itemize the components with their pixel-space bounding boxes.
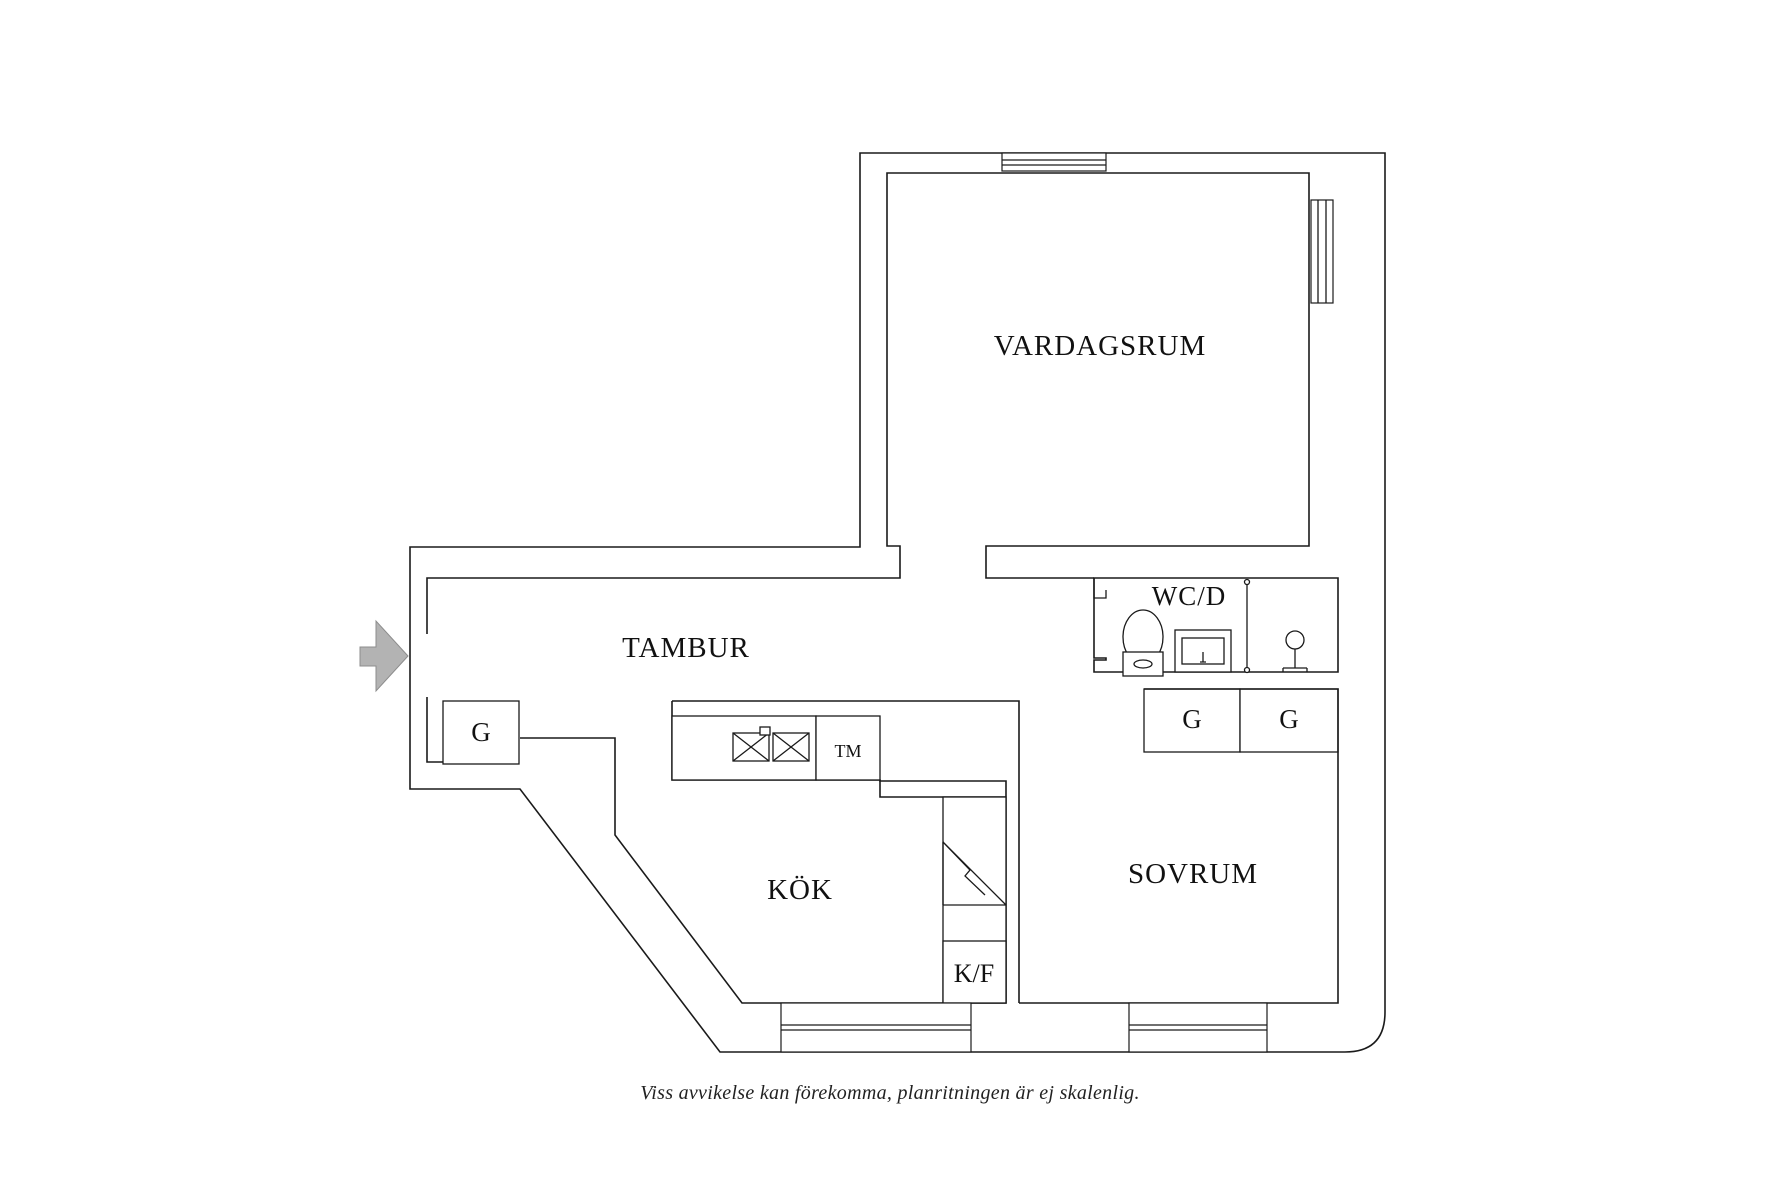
wardrobe-label-entry: G bbox=[471, 717, 491, 747]
bathroom-wall bbox=[1093, 577, 1339, 673]
fridge-freezer-label: K/F bbox=[954, 959, 994, 988]
outer-wall bbox=[409, 152, 1386, 1053]
stove-icon bbox=[942, 841, 1007, 906]
washing-machine-unit bbox=[815, 715, 881, 781]
room-label-vardagsrum: VARDAGSRUM bbox=[994, 330, 1207, 362]
room-label-wcd: WC/D bbox=[1152, 581, 1227, 611]
room-label-kok: KÖK bbox=[767, 874, 833, 906]
washbasin-icon bbox=[1174, 629, 1232, 673]
bathroom-door-jamb-top bbox=[1093, 578, 1107, 599]
inner-wall-tambur-left bbox=[426, 172, 1310, 634]
window-kitchen bbox=[780, 1002, 972, 1053]
toilet-icon bbox=[1122, 609, 1164, 677]
wardrobe-label-bedroom-2: G bbox=[1279, 704, 1299, 734]
kitchen-counter-top bbox=[672, 700, 1020, 1003]
fridge-freezer bbox=[942, 940, 1007, 1004]
wardrobe-entry bbox=[442, 700, 520, 765]
disclaimer-text: Viss avvikelse kan förekomma, planritnin… bbox=[640, 1082, 1140, 1104]
inner-wall-entry-lower bbox=[426, 697, 447, 763]
partition-post-top bbox=[1243, 578, 1251, 586]
shower-icon bbox=[1282, 630, 1308, 672]
entrance-arrow-icon bbox=[359, 619, 409, 693]
sink-icon bbox=[732, 726, 810, 762]
window-living-right bbox=[1310, 199, 1334, 304]
wardrobe-label-bedroom-1: G bbox=[1182, 704, 1202, 734]
room-label-sovrum: SOVRUM bbox=[1128, 858, 1258, 890]
window-bedroom bbox=[1128, 1002, 1268, 1053]
window-living-top bbox=[1001, 152, 1107, 172]
partition-post-bottom bbox=[1243, 666, 1251, 674]
wardrobe-bedroom-1 bbox=[1143, 688, 1241, 753]
washing-machine-label: TM bbox=[835, 741, 862, 761]
room-label-tambur: TAMBUR bbox=[622, 632, 750, 664]
